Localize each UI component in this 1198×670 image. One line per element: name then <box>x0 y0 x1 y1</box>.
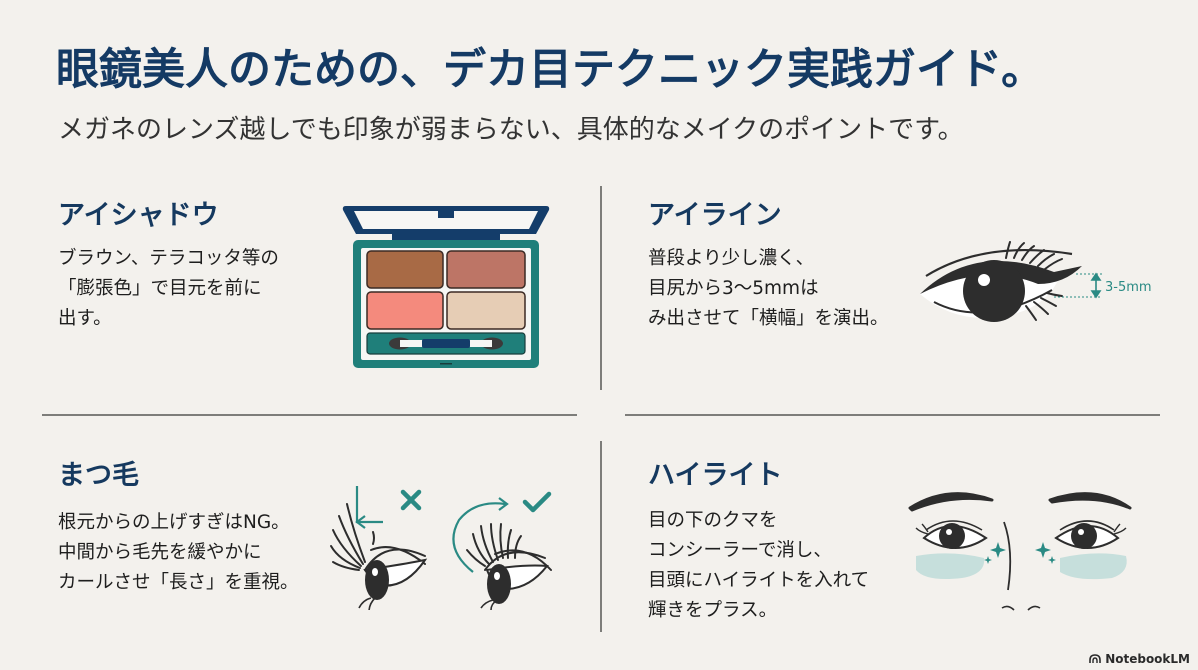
measure-label: 3-5mm <box>1105 280 1152 295</box>
section-title-eyeshadow: アイシャドウ <box>58 200 219 231</box>
body-line: 根元からの上げすぎはNG。 <box>58 512 290 533</box>
check-mark-icon <box>522 491 552 513</box>
brand-watermark: NotebookLM <box>1089 652 1190 666</box>
body-line: 目頭にハイライトを入れて <box>648 570 870 591</box>
x-mark-icon <box>400 489 422 511</box>
good-lash-example <box>452 491 552 610</box>
face-highlight-icon <box>908 492 1132 611</box>
body-line: コンシーラーで消し、 <box>648 540 832 561</box>
divider-horizontal-left <box>42 414 577 416</box>
divider-vertical-bottom <box>600 441 602 632</box>
divider-vertical-top <box>600 186 602 390</box>
lash-curl-comparison-icon <box>330 486 552 610</box>
body-line: 輝きをプラス。 <box>648 600 778 621</box>
body-line: カールさせ「長さ」を重視。 <box>58 572 299 593</box>
body-line: ブラウン、テラコッタ等の <box>58 248 279 269</box>
sparkle-icon <box>984 542 1056 564</box>
winged-eyeliner-eye-icon: 3-5mm <box>920 241 1152 322</box>
section-body-eyeliner: 普段より少し濃く、 目尻から3〜5mmは み出させて「横幅」を演出。 <box>648 244 889 334</box>
bad-lash-example <box>330 486 428 610</box>
body-line: 「膨張色」で目元を前に <box>58 278 262 299</box>
section-title-eyeliner: アイライン <box>648 200 782 231</box>
brand-label: NotebookLM <box>1105 652 1190 666</box>
body-line: 出す。 <box>58 308 112 329</box>
page-subtitle: メガネのレンズ越しでも印象が弱まらない、具体的なメイクのポイントです。 <box>58 115 964 145</box>
section-title-highlight: ハイライト <box>648 460 783 491</box>
eyeshadow-palette-icon <box>342 206 550 368</box>
divider-horizontal-right <box>625 414 1160 416</box>
body-line: 普段より少し濃く、 <box>648 248 815 269</box>
page-title: 眼鏡美人のための、デカ目テクニック実践ガイド。 <box>56 45 1045 95</box>
section-body-highlight: 目の下のクマを コンシーラーで消し、 目頭にハイライトを入れて 輝きをプラス。 <box>648 506 869 626</box>
body-line: 中間から毛先を緩やかに <box>58 542 262 563</box>
section-body-eyeshadow: ブラウン、テラコッタ等の 「膨張色」で目元を前に 出す。 <box>58 244 279 334</box>
section-body-eyelashes: 根元からの上げすぎはNG。 中間から毛先を緩やかに カールさせ「長さ」を重視。 <box>58 508 299 598</box>
body-line: み出させて「横幅」を演出。 <box>648 308 889 329</box>
body-line: 目尻から3〜5mmは <box>648 278 819 299</box>
body-line: 目の下のクマを <box>648 510 778 531</box>
notebooklm-logo-icon <box>1089 654 1101 663</box>
section-title-eyelashes: まつ毛 <box>58 460 139 491</box>
